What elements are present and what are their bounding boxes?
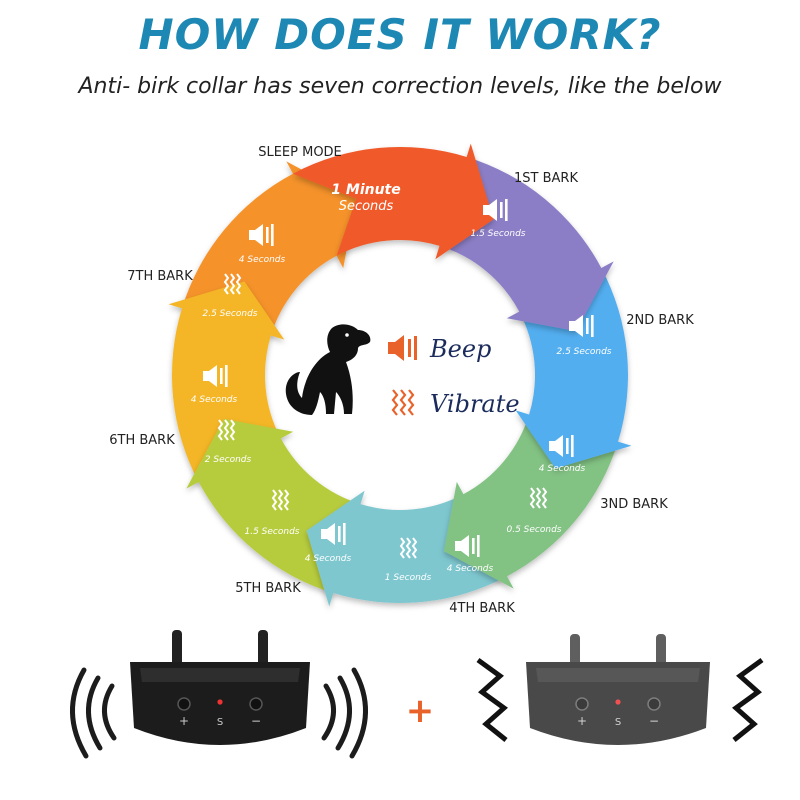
- page-title: HOW DOES IT WORK?: [138, 10, 662, 59]
- level-4-beep-time: 4 Seconds: [447, 564, 494, 574]
- combine-plus: +: [406, 691, 435, 731]
- beep-legend-label: Beep: [429, 335, 491, 363]
- level-label-1: 1ST BARK: [514, 171, 578, 186]
- level-7-segment: [181, 161, 357, 336]
- sleep-mode-segment: [292, 143, 494, 260]
- level-3-beep-time: 4 Seconds: [539, 464, 586, 474]
- page-subtitle: Anti- birk collar has seven correction l…: [78, 74, 722, 99]
- level-1-segment: [439, 156, 614, 332]
- collar-sound-mode: + S −: [130, 630, 310, 745]
- collar-s-label: S: [217, 717, 223, 728]
- collar-vibrate-mode: + S −: [526, 634, 710, 745]
- level-7-beep-time: 4 Seconds: [239, 255, 286, 265]
- sleep-seconds-text: Seconds: [339, 199, 394, 214]
- level-4-segment: [306, 490, 508, 607]
- level-6-beep-time: 4 Seconds: [191, 395, 238, 405]
- collar-minus-label: −: [649, 714, 659, 728]
- level-label-7: 7TH BARK: [127, 269, 193, 284]
- vibration-zigzag-icon: [476, 657, 764, 742]
- level-3-vibrate-time: 0.5 Seconds: [507, 525, 562, 535]
- level-5-vibrate-time: 1.5 Seconds: [245, 527, 300, 537]
- sleep-mode-label: SLEEP MODE: [258, 145, 342, 160]
- vibrate-legend-icon: [391, 389, 415, 416]
- sound-waves-icon: [70, 667, 368, 759]
- level-2-beep-time: 2.5 Seconds: [557, 347, 612, 357]
- dog-icon: [285, 324, 371, 415]
- ring-segments: [168, 143, 632, 607]
- level-5-beep-time: 4 Seconds: [305, 554, 352, 564]
- level-3-segment: [443, 414, 619, 589]
- collar-s-label: S: [615, 717, 621, 728]
- level-label-5: 5TH BARK: [235, 581, 301, 596]
- level-label-4: 4TH BARK: [449, 601, 515, 616]
- level-label-3: 3ND BARK: [600, 497, 668, 512]
- level-label-6: 6TH BARK: [109, 433, 175, 448]
- level-label-2: 2ND BARK: [626, 313, 694, 328]
- level-4-vibrate-time: 1 Seconds: [385, 573, 432, 583]
- level-6-vibrate-time: 2 Seconds: [205, 455, 252, 465]
- level-2-segment: [515, 267, 632, 469]
- vibrate-legend-label: Vibrate: [430, 390, 520, 418]
- collar-plus-label: +: [179, 714, 189, 728]
- beep-legend-icon: [388, 335, 417, 361]
- level-1-beep-time: 1.5 Seconds: [471, 229, 526, 239]
- level-7-vibrate-time: 2.5 Seconds: [203, 309, 258, 319]
- collar-plus-label: +: [577, 714, 587, 728]
- sleep-duration-text: 1 Minute: [331, 182, 400, 198]
- collar-minus-label: −: [251, 714, 261, 728]
